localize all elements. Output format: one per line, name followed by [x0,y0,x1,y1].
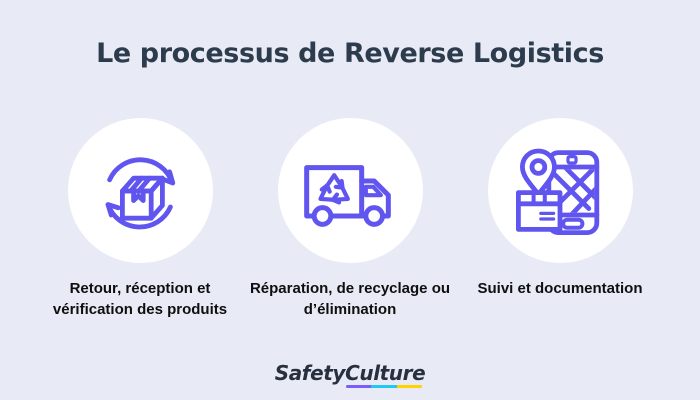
logo-culture-text: Culture [345,361,426,388]
logo-underline-cyan-segment [371,385,397,388]
logo-underline-purple-segment [346,385,372,388]
logo-underline-yellow-segment [396,385,423,388]
step-return-label-line1: Retour, réception et [69,280,211,297]
step-tracking-circle [487,118,633,263]
return-box-icon [105,156,176,229]
step-return-circle [67,118,213,263]
step-return: Retour, réception et vérification des pr… [30,118,250,320]
step-recycle-label: Réparation, de recyclage ou d’éliminatio… [240,278,460,320]
logo-underline [346,385,423,388]
step-recycle-circle [277,118,423,263]
tracking-phone-icon [516,148,600,235]
safetyculture-logo: SafetyCulture [274,361,426,388]
footer: SafetyCulture [0,361,700,388]
step-tracking: Suivi et documentation [450,118,670,299]
step-recycle-label-line2: d’élimination [303,301,397,318]
step-return-label-line2: vérification des produits [52,301,228,318]
page-title: Le processus de Reverse Logistics [96,38,604,69]
step-tracking-label-line1: Suivi et documentation [477,280,643,297]
step-tracking-label: Suivi et documentation [450,278,670,299]
step-recycle: Réparation, de recyclage ou d’éliminatio… [240,118,460,320]
step-recycle-label-line1: Réparation, de recyclage ou [249,280,451,297]
step-return-label: Retour, réception et vérification des pr… [30,278,250,320]
logo-safety-text: Safety [274,361,346,385]
recycling-truck-icon [304,164,391,227]
